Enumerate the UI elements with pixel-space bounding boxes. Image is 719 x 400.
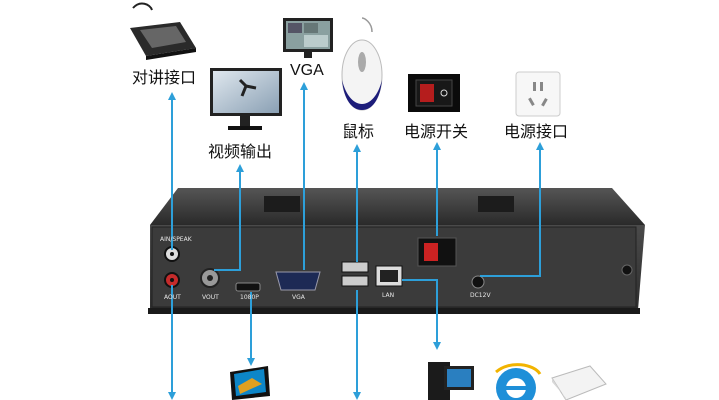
- label-video-out: 视频输出: [208, 144, 273, 161]
- panel-label-lan: LAN: [382, 292, 395, 299]
- pc-icon: [428, 362, 474, 400]
- monitor-icon: [210, 68, 282, 130]
- label-vga: VGA: [290, 62, 324, 79]
- panel-label-audio: AIN/SPEAK: [160, 236, 192, 243]
- panel-label-aout: AOUT: [164, 294, 181, 301]
- arrow-lan: [402, 279, 441, 350]
- mouse-icon: [341, 17, 383, 111]
- hdmi-port: [235, 282, 261, 292]
- dc-port: [471, 275, 485, 289]
- nvr-device: [148, 188, 645, 314]
- label-mouse: 鼠标: [342, 124, 375, 141]
- intercom-device-icon: [130, 2, 196, 60]
- power-socket-icon: [515, 71, 561, 117]
- vga-port: [275, 271, 321, 291]
- label-intercom: 对讲接口: [132, 70, 197, 87]
- panel-label-vout: VOUT: [202, 294, 219, 301]
- usb-port-1: [341, 261, 369, 273]
- panel-label-hdmi: 1080P: [240, 294, 259, 301]
- ie-icon: [495, 363, 542, 400]
- usb-port-2: [341, 275, 369, 287]
- label-power-switch: 电源开关: [404, 124, 469, 141]
- power-switch-icon: [408, 74, 460, 112]
- lcd-monitor-icon: [230, 366, 270, 400]
- panel-label-vga: VGA: [292, 294, 305, 301]
- connection-arrows: [168, 82, 544, 400]
- vga-monitor-icon: [283, 18, 333, 58]
- router-icon: [551, 365, 607, 400]
- arrow-video-out: [214, 164, 244, 271]
- label-power-port: 电源接口: [504, 124, 569, 141]
- panel-label-dc: DC12V: [470, 292, 491, 299]
- arrow-power-port: [480, 142, 544, 277]
